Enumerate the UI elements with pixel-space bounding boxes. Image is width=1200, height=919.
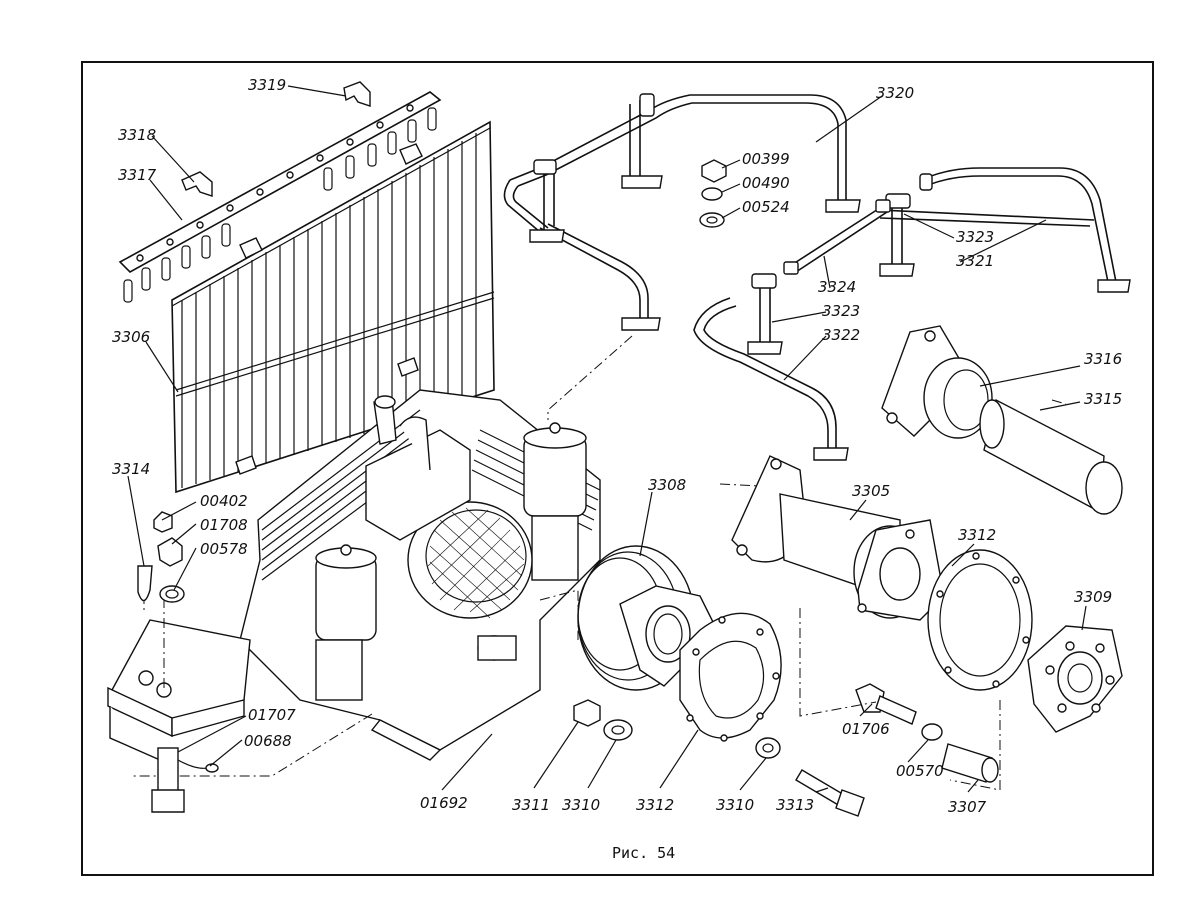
flange-3316	[881, 325, 993, 439]
label-3324: 3324	[818, 278, 856, 296]
label-3310-left: 3310	[562, 796, 600, 814]
figure-caption: Рис. 54	[612, 844, 675, 862]
label-3315: 3315	[1084, 390, 1122, 408]
label-3312-rear: 3312	[958, 526, 996, 544]
label-3314: 3314	[112, 460, 150, 478]
label-00570: 00570	[896, 762, 944, 780]
label-3320: 3320	[876, 84, 914, 102]
frame-tube-3320	[503, 93, 861, 420]
label-00399: 00399	[742, 150, 790, 168]
gasket-3312-front	[679, 612, 782, 742]
label-01692: 01692	[420, 794, 468, 812]
label-3307: 3307	[948, 798, 987, 816]
label-3318: 3318	[118, 126, 156, 144]
label-3311: 3311	[512, 796, 550, 814]
drawing-frame	[81, 61, 1154, 876]
label-00524: 00524	[742, 198, 790, 216]
bolt-01706	[855, 683, 999, 783]
hardware-3311-3310	[573, 699, 781, 759]
label-3310-right: 3310	[716, 796, 754, 814]
mounting-bracket-01707	[107, 574, 251, 761]
label-01707: 01707	[248, 706, 296, 724]
label-01706: 01706	[842, 720, 890, 738]
nut-stack-00399	[699, 159, 727, 228]
label-3306: 3306	[112, 328, 150, 346]
frame-tube-3322	[693, 273, 849, 461]
label-3305: 3305	[852, 482, 890, 500]
adapter-housing-3305	[731, 455, 945, 621]
stud-3314	[137, 511, 185, 603]
label-00688: 00688	[244, 732, 292, 750]
coupling-3309	[1027, 625, 1123, 733]
label-3309: 3309	[1074, 588, 1112, 606]
label-00490: 00490	[742, 174, 790, 192]
label-3323-lower: 3323	[822, 302, 860, 320]
label-3316: 3316	[1084, 350, 1122, 368]
label-00402: 00402	[200, 492, 248, 510]
label-3323-upper: 3323	[956, 228, 994, 246]
frame-tube-3321	[879, 167, 1131, 293]
frame-tube-3324	[783, 199, 891, 275]
label-3308: 3308	[648, 476, 686, 494]
leader-lines	[127, 85, 1087, 793]
label-3317: 3317	[118, 166, 157, 184]
sleeve-3315	[979, 398, 1123, 515]
label-3319: 3319	[248, 76, 286, 94]
label-3312-front: 3312	[636, 796, 674, 814]
label-3321: 3321	[956, 252, 994, 270]
label-00578: 00578	[200, 540, 248, 558]
label-3322: 3322	[822, 326, 860, 344]
anchor-bolt-00688	[151, 747, 219, 813]
pulley-3308	[577, 545, 715, 691]
label-3313: 3313	[776, 796, 814, 814]
gasket-3312-rear	[927, 549, 1033, 691]
compressor-01692	[132, 389, 601, 777]
label-01708: 01708	[200, 516, 248, 534]
bolt-3313	[795, 769, 865, 817]
radiator-grille-3306	[118, 81, 495, 494]
